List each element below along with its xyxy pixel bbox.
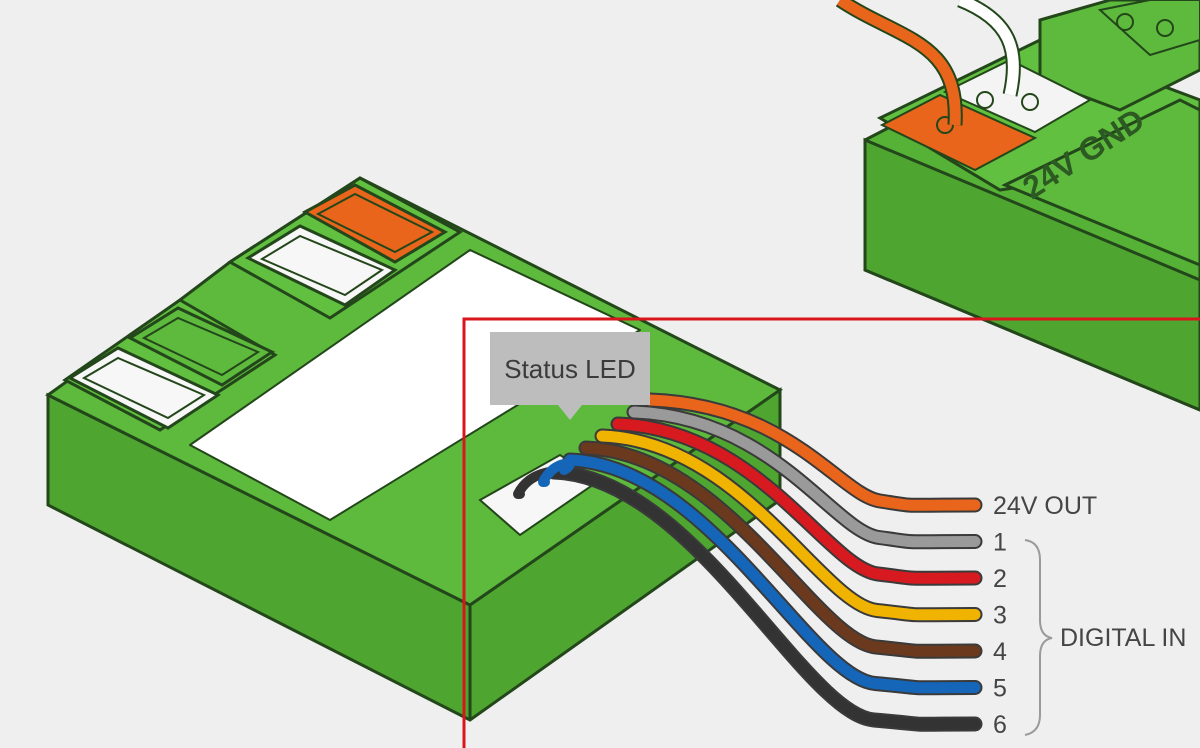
- wire: [612, 418, 981, 584]
- wire: [644, 394, 981, 511]
- wire: [564, 454, 981, 694]
- wire-label: 2: [993, 565, 1007, 593]
- wire-bundle: [513, 392, 983, 732]
- status-led-label: Status LED: [504, 354, 636, 384]
- digital-in-label: DIGITAL IN: [1060, 624, 1186, 652]
- digital-in-bracket: DIGITAL IN: [1024, 539, 1186, 736]
- wire-labels: 24V OUT 1 2 3 4 5 6: [993, 492, 1097, 739]
- secondary-module: 24V GND: [835, 0, 1200, 412]
- wire-label: 1: [993, 529, 1007, 557]
- connector-wire-tips: [513, 458, 575, 499]
- wire-label: 24V OUT: [993, 492, 1097, 520]
- highlight-frame: [462, 317, 1200, 748]
- wire: [628, 406, 981, 548]
- wire: [596, 430, 981, 621]
- status-led-callout: Status LED: [490, 332, 650, 420]
- wire-label: 3: [993, 602, 1007, 630]
- wire-label: 5: [993, 675, 1007, 703]
- wire: [580, 442, 981, 657]
- wire-label: 6: [993, 711, 1007, 739]
- wire-tip: [538, 458, 575, 487]
- wire-label: 4: [993, 638, 1007, 666]
- wire: [548, 466, 981, 730]
